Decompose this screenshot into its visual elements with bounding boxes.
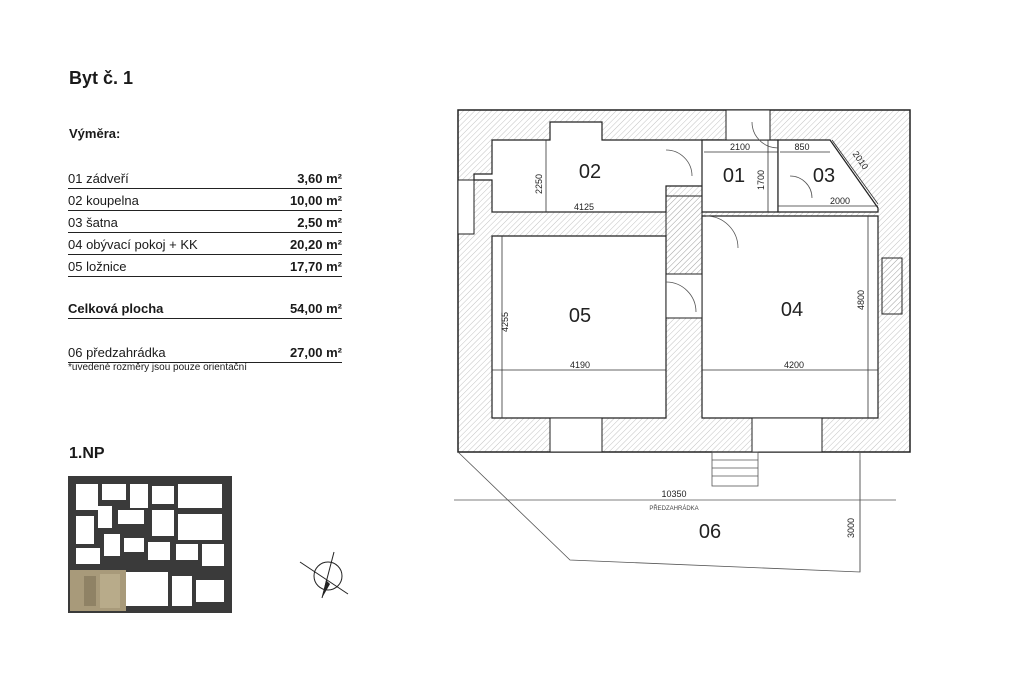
dim-4200: 4200 (784, 360, 804, 370)
room-name: 01 zádveří (68, 171, 129, 186)
room-label-02: 02 (579, 161, 601, 183)
dim-2100: 2100 (730, 142, 750, 152)
room-name: 02 koupelna (68, 193, 139, 208)
dim-4125: 4125 (574, 202, 594, 212)
area-heading: Výměra: (69, 126, 121, 141)
room-area: 2,50 m² (297, 215, 342, 230)
room-label-03: 03 (813, 165, 835, 187)
dim-3000: 3000 (846, 518, 856, 538)
total-row: Celková plocha 54,00 m² (68, 300, 342, 319)
dim-2250: 2250 (534, 174, 544, 194)
dim-2000: 2000 (830, 196, 850, 206)
keyplan (68, 476, 232, 613)
dim-850: 850 (794, 142, 809, 152)
garden-row: 06 předzahrádka 27,00 m² (68, 344, 342, 363)
total-area: 54,00 m² (289, 301, 342, 316)
dim-10350: 10350 (661, 489, 686, 499)
room-row: 01 zádveří 3,60 m² (68, 170, 342, 189)
walls (457, 109, 911, 453)
room-area: 3,60 m² (297, 171, 342, 186)
garden-area: 27,00 m² (289, 345, 342, 360)
room-row: 02 koupelna 10,00 m² (68, 192, 342, 211)
dimension-labels: 2250 4125 2100 1700 850 2010 2000 4255 4… (500, 142, 870, 538)
room-row: 03 šatna 2,50 m² (68, 214, 342, 233)
room-area: 10,00 m² (289, 193, 342, 208)
dim-4190: 4190 (570, 360, 590, 370)
north-arrow-icon (299, 551, 349, 599)
keyplan-rooms (76, 484, 224, 606)
info-panel: Byt č. 1 Výměra: 01 zádveří 3,60 m² 02 k… (0, 0, 360, 683)
entrance-steps (711, 451, 759, 487)
room-label-04: 04 (781, 299, 803, 321)
room-row: 04 obývací pokoj + KK 20,20 m² (68, 236, 342, 255)
garden-outline (454, 451, 896, 573)
floor-label: 1.NP (69, 445, 105, 462)
room-name: 04 obývací pokoj + KK (68, 237, 198, 252)
room-area: 17,70 m² (289, 259, 342, 274)
dimension-lines (492, 139, 879, 418)
dim-4800: 4800 (856, 290, 866, 310)
dimensions-note: *uvedené rozměry jsou pouze orientační (68, 362, 247, 373)
garden-caption: PŘEDZAHRÁDKA (649, 504, 698, 512)
floor-plan: 02 01 03 05 04 06 2250 4125 2100 1700 85… (454, 109, 911, 573)
garden-name: 06 předzahrádka (68, 345, 166, 360)
room-label-05: 05 (569, 305, 591, 327)
room-name: 05 ložnice (68, 259, 127, 274)
room-name: 03 šatna (68, 215, 118, 230)
dim-4255: 4255 (500, 312, 510, 332)
dim-1700: 1700 (756, 170, 766, 190)
page-title: Byt č. 1 (69, 68, 134, 88)
room-area: 20,20 m² (289, 237, 342, 252)
room-row: 05 ložnice 17,70 m² (68, 258, 342, 277)
total-name: Celková plocha (68, 301, 164, 316)
room-label-01: 01 (723, 165, 745, 187)
room-labels: 02 01 03 05 04 06 (569, 161, 835, 543)
room-label-06: 06 (699, 521, 721, 543)
